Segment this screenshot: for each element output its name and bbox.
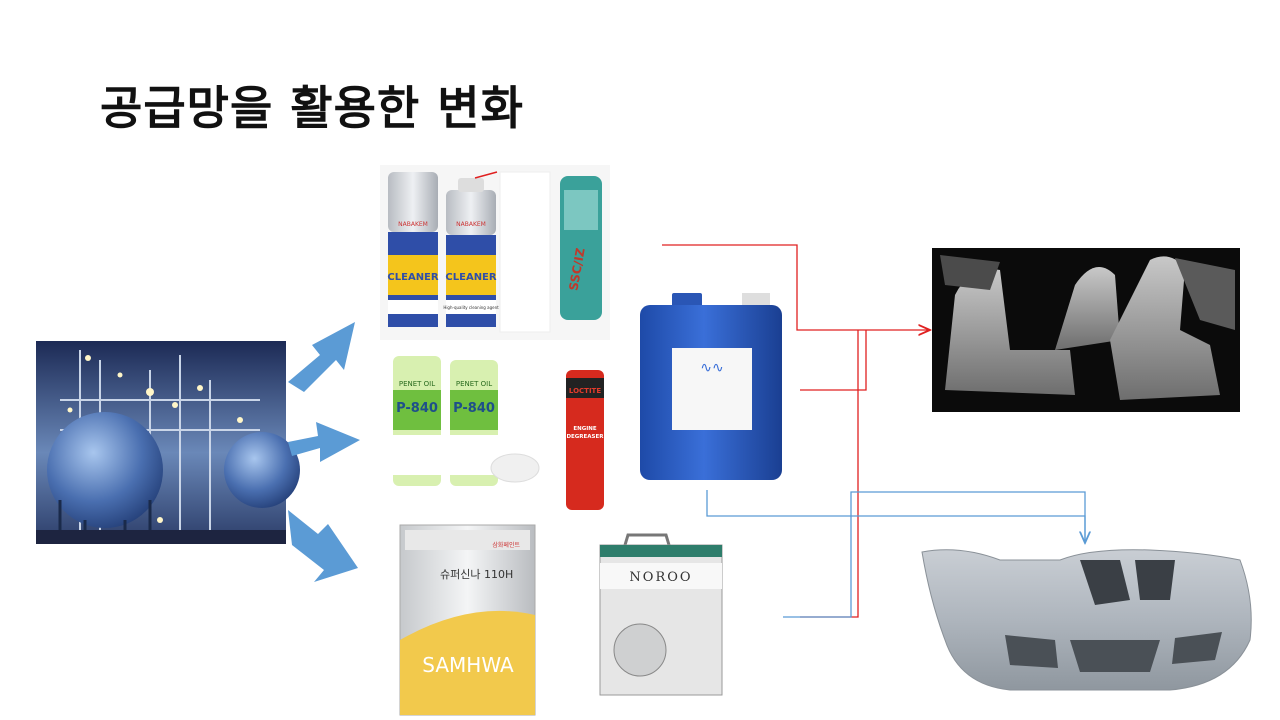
supply-arrows — [288, 322, 360, 582]
red-line-sprays — [662, 244, 930, 330]
cleaner-can-1: NABAKEM CLEANER — [387, 172, 439, 327]
penet-oil-name-1: PENET OIL — [399, 380, 435, 388]
blue-jerrycan: ∿∿ — [640, 293, 782, 480]
cleaner-label-2: CLEANER — [445, 272, 496, 283]
slide-title: 공급망을 활용한 변화 — [100, 81, 524, 135]
red-line-thinner — [800, 330, 859, 618]
samhwa-top-label: 슈퍼신나 110H — [440, 568, 513, 581]
loctite-line2: DEGREASER — [566, 434, 604, 440]
penet-oil-can-1: PENET OIL P-840 — [393, 356, 441, 486]
penet-oil-can-2: PENET OIL P-840 — [450, 360, 498, 486]
plant-photo — [36, 341, 300, 544]
spray-cap — [490, 453, 540, 483]
product-thinner-group: 삼화페인트 슈퍼신나 110H SAMHWA NOROO — [399, 524, 723, 716]
bumper-photo — [921, 549, 1252, 691]
product-cleaner-group: NABAKEM CLEANER NABAKEM CLEANER High-qua… — [380, 165, 610, 340]
red-line-jerrycan — [800, 330, 867, 391]
arrow-to-sprays — [288, 322, 355, 392]
storage-sphere-right — [224, 432, 300, 508]
penet-oil-name-2: PENET OIL — [456, 380, 492, 388]
blue-flow-lines — [706, 490, 1086, 618]
green-spray-can: SSC/IZ — [560, 176, 602, 320]
noroo-brand: NOROO — [629, 570, 692, 585]
blue-line-jerrycan — [706, 490, 1085, 543]
cleaner-brand-2: NABAKEM — [456, 221, 486, 228]
loctite-brand: LOCTITE — [569, 387, 601, 395]
cleaner-brand-1: NABAKEM — [398, 221, 428, 228]
penet-oil-code-1: P-840 — [396, 401, 438, 416]
loctite-line1: ENGINE — [573, 426, 597, 432]
blue-line-thinner — [783, 491, 1086, 618]
cleaner-label-1: CLEANER — [387, 272, 438, 283]
arrow-to-oils — [288, 422, 360, 462]
storage-sphere-left — [47, 412, 163, 528]
samhwa-brand: SAMHWA — [422, 653, 514, 677]
samhwa-tin: 삼화페인트 슈퍼신나 110H SAMHWA — [399, 524, 536, 716]
noroo-emblem — [613, 623, 667, 677]
penet-oil-code-2: P-840 — [453, 401, 495, 416]
loctite-can: LOCTITE ENGINE DEGREASER — [566, 370, 604, 510]
jerrycan-logo: ∿∿ — [700, 360, 723, 376]
cleaner-tagline: High-quality cleaning agent — [443, 305, 499, 310]
product-oil-group: PENET OIL P-840 PENET OIL P-840 LOCTITE … — [393, 356, 604, 510]
cleaner-can-2: NABAKEM CLEANER High-quality cleaning ag… — [443, 178, 499, 327]
noroo-tin: NOROO — [599, 533, 723, 696]
arrow-to-thinners — [288, 510, 358, 582]
car-seat-photo — [932, 248, 1240, 412]
samhwa-small-label: 삼화페인트 — [492, 541, 520, 549]
